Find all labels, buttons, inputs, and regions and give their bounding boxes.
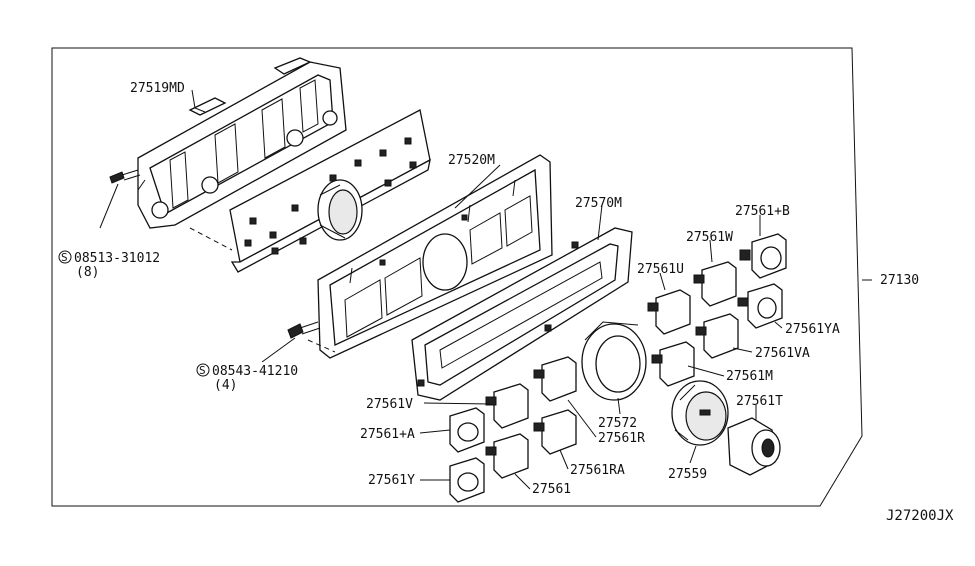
part-27519md-housing: [137, 57, 347, 229]
part-27561t-switch: [727, 417, 781, 476]
part-27561r-switch: [533, 356, 577, 402]
reference-code: J27200JX: [886, 508, 954, 524]
part-27561va-switch: [695, 313, 739, 359]
label-27561t: 27561T: [736, 394, 783, 409]
label-27561va: 27561VA: [755, 346, 810, 361]
part-27559-knob: [671, 380, 729, 446]
part-27561b-switch: [739, 233, 787, 279]
part-27520m-frame: [317, 154, 553, 359]
screw-08513-icon: [99, 169, 141, 229]
part-27561-switch: [485, 433, 529, 479]
screw-qty-2: (4): [214, 378, 237, 393]
assembly-outline: [51, 47, 863, 507]
part-27561v-switch: [485, 383, 529, 429]
label-27559: 27559: [668, 467, 707, 482]
screw-callout-2: S 08543-41210 (4): [196, 363, 298, 393]
label-27561r: 27561R: [598, 431, 645, 446]
label-27519md: 27519MD: [130, 81, 185, 96]
assembly-dash-line: [189, 227, 233, 251]
screw-code-2: 08543-41210: [212, 364, 298, 379]
circuit-board: [229, 109, 431, 273]
label-27561a: 27561+A: [360, 427, 415, 442]
label-27561ya: 27561YA: [785, 322, 840, 337]
label-27561v: 27561V: [366, 397, 413, 412]
label-27561b: 27561+B: [735, 204, 790, 219]
label-27561: 27561: [532, 482, 571, 497]
label-27561ra: 27561RA: [570, 463, 625, 478]
label-27561m: 27561M: [726, 369, 773, 384]
part-27570m-bezel: [411, 227, 633, 401]
screw-code-1: 08513-31012: [74, 251, 160, 266]
part-27561a-switch: [449, 407, 485, 453]
label-27561w: 27561W: [686, 230, 733, 245]
label-27561u: 27561U: [637, 262, 684, 277]
part-27561ra-switch: [533, 409, 577, 455]
part-27561y-switch: [449, 457, 485, 503]
screw-qty-1: (8): [76, 265, 99, 280]
part-27561ya-switch: [737, 283, 783, 329]
part-27561w-switch: [693, 261, 737, 307]
label-27520m: 27520M: [448, 153, 495, 168]
part-27561u-switch: [647, 289, 691, 335]
screw-symbol-2: S: [199, 364, 206, 377]
label-27570m: 27570M: [575, 196, 622, 211]
screw-08543-icon: [261, 321, 336, 363]
label-27572: 27572: [598, 416, 637, 431]
part-27572-ring: [581, 321, 647, 401]
leader-lines: [191, 89, 872, 490]
part-27561m-switch: [651, 341, 695, 387]
label-27561y: 27561Y: [368, 473, 415, 488]
screw-symbol-1: S: [61, 251, 68, 264]
label-27130: 27130: [880, 273, 919, 288]
screw-callout-1: S 08513-31012 (8): [58, 250, 160, 280]
